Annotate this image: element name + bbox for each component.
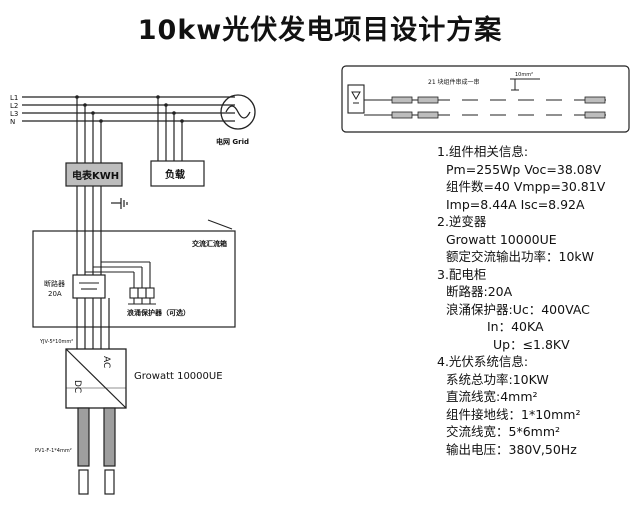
- specs-panel: 1.组件相关信息: Pm=255Wp Voc=38.08V 组件数=40 Vmp…: [437, 143, 637, 458]
- ground-icon: [111, 198, 128, 209]
- inverter-name: Growatt 10000UE: [134, 371, 223, 382]
- spec-section-modules-title: 1.组件相关信息:: [437, 144, 529, 159]
- combiner-box: [32, 230, 236, 328]
- spec-count-vmpp: 组件数=40 Vmpp=30.81V: [446, 179, 606, 194]
- spec-imp-isc: Imp=8.44A Isc=8.92A: [446, 196, 585, 212]
- ground-wire-label: 10mm²: [515, 72, 533, 78]
- breaker-rating: 20A: [48, 290, 62, 298]
- inverter-ac-label: AC: [101, 356, 111, 368]
- spec-dc-wire: 直流线宽:4mm²: [446, 389, 538, 404]
- line-label-l2: L2: [10, 102, 18, 110]
- grid-label: 电网 Grid: [216, 137, 249, 146]
- meter-label: 电表KWH: [72, 169, 119, 182]
- load-box: [150, 160, 205, 187]
- combiner-label: 交流汇流箱: [192, 239, 227, 248]
- page-title: 10kw光伏发电项目设计方案: [137, 15, 503, 46]
- inverter-box: [65, 348, 127, 409]
- spec-output-voltage: 输出电压：380V,50Hz: [446, 441, 577, 457]
- spec-inverter-power: 额定交流输出功率：10kW: [446, 249, 595, 264]
- pv-cable-label: PV1-F-1*4mm²: [35, 448, 72, 454]
- surge-label: 浪涌保护器（可选）: [127, 308, 190, 317]
- module-string-label: 21 块组件串成一串: [428, 78, 480, 86]
- spec-surge: 浪涌保护器:Uc：400VAC: [446, 301, 590, 317]
- spec-inverter-model: Growatt 10000UE: [446, 231, 557, 247]
- spec-ground-wire: 组件接地线：1*10mm²: [446, 406, 581, 422]
- spec-system-power: 系统总功率:10KW: [446, 371, 549, 387]
- line-label-l3: L3: [10, 110, 18, 118]
- spec-section-system-title: 4.光伏系统信息:: [437, 354, 529, 369]
- spec-surge-up: Up：≤1.8KV: [493, 336, 570, 352]
- line-label-n: N: [10, 118, 15, 126]
- spec-ac-wire: 交流线宽：5*6mm²: [446, 424, 561, 439]
- meter-box: [65, 162, 123, 187]
- load-label: 负载: [165, 168, 185, 181]
- ac-cable-label: YJV-5*10mm²: [39, 339, 73, 345]
- spec-surge-in: In：40KA: [487, 319, 544, 334]
- surge-protector: [128, 287, 156, 305]
- inverter-dc-label: DC: [72, 380, 82, 393]
- grid-icon: [220, 94, 256, 130]
- breaker-label: 断路器: [44, 279, 65, 288]
- spec-breaker: 断路器:20A: [446, 284, 513, 299]
- spec-pm-voc: Pm=255Wp Voc=38.08V: [446, 161, 602, 177]
- spec-section-cabinet-title: 3.配电柜: [437, 266, 487, 282]
- spec-section-inverter-title: 2.逆变器: [437, 214, 487, 229]
- line-label-l1: L1: [10, 94, 18, 102]
- breaker-box: [72, 274, 106, 299]
